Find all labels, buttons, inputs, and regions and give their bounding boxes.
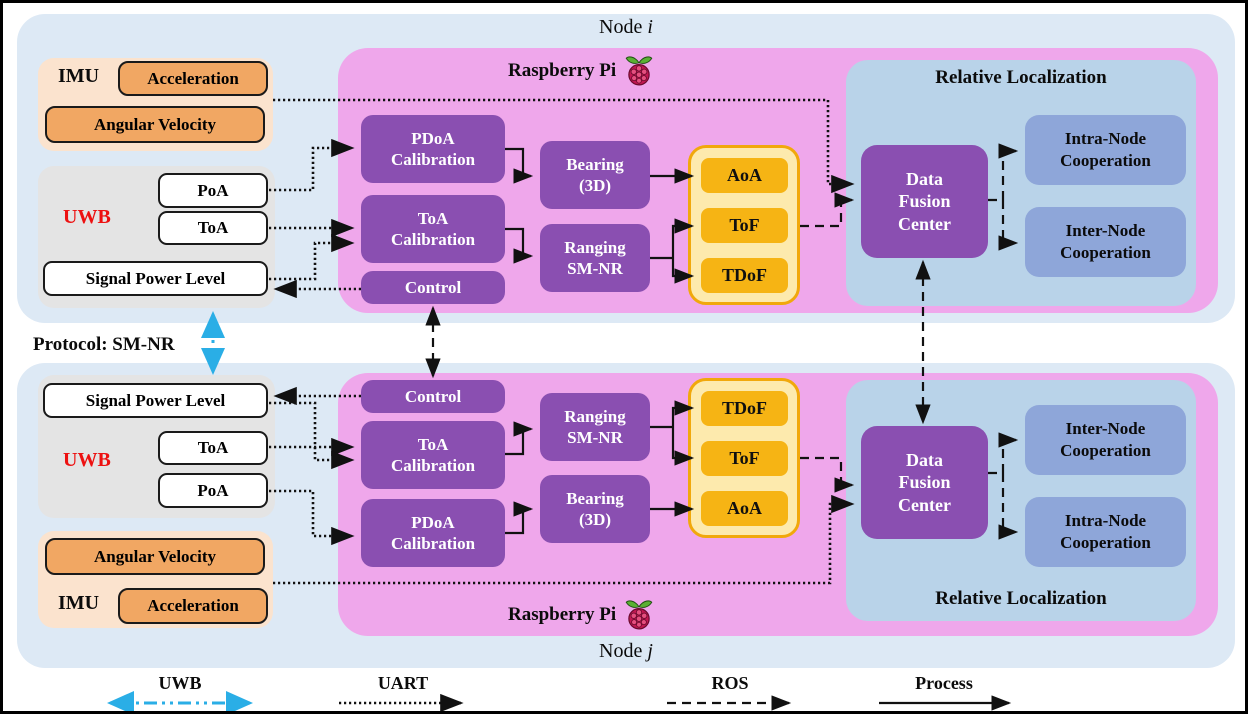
bearing-box-j: Bearing (3D) <box>540 475 650 543</box>
signal-power-box-i: Signal Power Level <box>43 261 268 296</box>
poa-box-j: PoA <box>158 473 268 508</box>
imu-label-i: IMU <box>58 65 100 87</box>
protocol-label: Protocol: SM-NR <box>33 334 175 355</box>
intra-node-cooperation-box-i: Intra-Node Cooperation <box>1025 115 1186 185</box>
ranging-box-i: Ranging SM-NR <box>540 224 650 292</box>
intra-node-cooperation-box-j: Intra-Node Cooperation <box>1025 497 1186 567</box>
inter-node-cooperation-box-i: Inter-Node Cooperation <box>1025 207 1186 277</box>
relative-localization-label-j: Relative Localization <box>935 588 1107 609</box>
imu-label-j: IMU <box>58 592 100 614</box>
uwb-label-i: UWB <box>63 206 111 228</box>
relative-localization-label-i: Relative Localization <box>935 67 1107 88</box>
toa-calibration-box-j: ToA Calibration <box>361 421 505 489</box>
aoa-box-i: AoA <box>701 158 788 193</box>
node-i-title: Node i <box>17 16 1235 39</box>
inter-node-cooperation-box-j: Inter-Node Cooperation <box>1025 405 1186 475</box>
tdof-box-j: TDoF <box>701 391 788 426</box>
bearing-box-i: Bearing (3D) <box>540 141 650 209</box>
raspberry-pi-title-j: Raspberry Pi <box>508 598 654 632</box>
node-j-title-var: j <box>647 640 653 662</box>
raspberry-pi-icon <box>625 600 653 630</box>
legend-process-label: Process <box>915 673 973 693</box>
raspberry-pi-label-j: Raspberry Pi <box>508 604 617 625</box>
data-fusion-center-box-i: Data Fusion Center <box>861 145 988 258</box>
ranging-box-j: Ranging SM-NR <box>540 393 650 461</box>
uwb-label-j: UWB <box>63 449 111 471</box>
data-fusion-center-box-j: Data Fusion Center <box>861 426 988 539</box>
toa-box-i: ToA <box>158 211 268 245</box>
toa-box-j: ToA <box>158 431 268 465</box>
angular-velocity-box-j: Angular Velocity <box>45 538 265 575</box>
toa-calibration-box-i: ToA Calibration <box>361 195 505 263</box>
aoa-box-j: AoA <box>701 491 788 526</box>
raspberry-pi-label-i: Raspberry Pi <box>508 60 617 81</box>
legend-uart-label: UART <box>377 673 429 693</box>
pdoa-calibration-box-i: PDoA Calibration <box>361 115 505 183</box>
raspberry-pi-icon <box>625 56 653 86</box>
control-box-j: Control <box>361 380 505 413</box>
control-box-i: Control <box>361 271 505 304</box>
pdoa-calibration-box-j: PDoA Calibration <box>361 499 505 567</box>
node-i-title-var: i <box>647 16 653 38</box>
raspberry-pi-title-i: Raspberry Pi <box>508 54 654 88</box>
tof-box-j: ToF <box>701 441 788 476</box>
node-j-title-text: Node <box>599 640 643 662</box>
node-j-title: Node j <box>17 640 1235 663</box>
acceleration-box-i: Acceleration <box>118 61 268 96</box>
tof-box-i: ToF <box>701 208 788 243</box>
legend-ros-label: ROS <box>711 673 749 693</box>
angular-velocity-box-i: Angular Velocity <box>45 106 265 143</box>
tdof-box-i: TDoF <box>701 258 788 293</box>
poa-box-i: PoA <box>158 173 268 208</box>
signal-power-box-j: Signal Power Level <box>43 383 268 418</box>
legend-uwb-label: UWB <box>158 673 202 693</box>
node-i-title-text: Node <box>599 16 643 38</box>
acceleration-box-j: Acceleration <box>118 588 268 624</box>
